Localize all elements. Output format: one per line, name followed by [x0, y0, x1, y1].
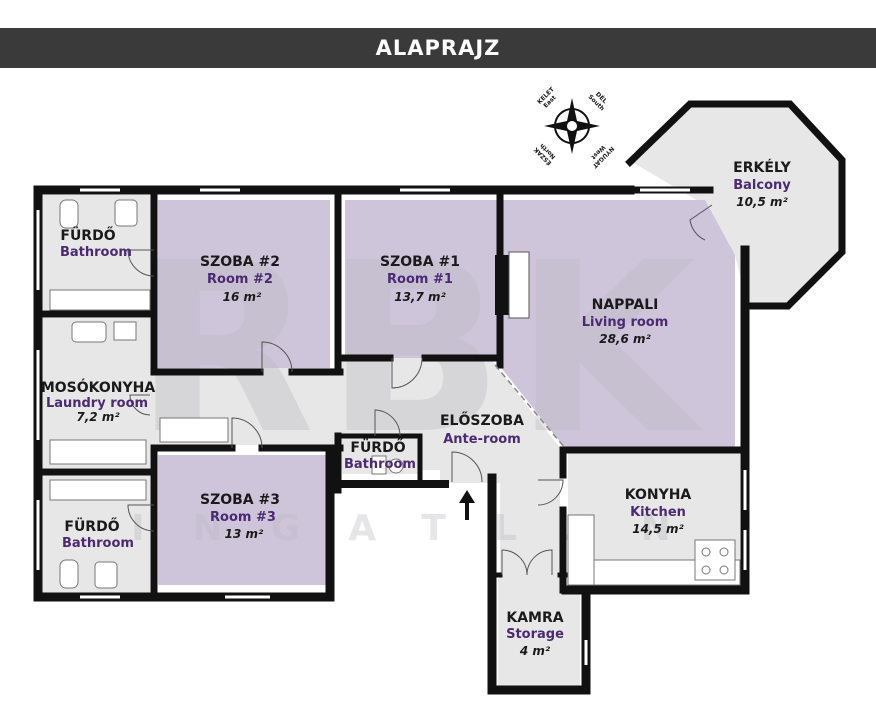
svg-text:SZOBA #3: SZOBA #3	[200, 492, 280, 508]
svg-text:7,2 m²: 7,2 m²	[76, 410, 120, 424]
living-divider	[494, 364, 566, 449]
door-room3	[231, 417, 263, 449]
svg-text:13 m²: 13 m²	[225, 527, 264, 541]
room-labels: FÜRDŐ Bathroom SZOBA #2 Room #2 16 m² SZ…	[41, 159, 792, 658]
svg-text:4 m²: 4 m²	[519, 644, 551, 658]
kitchen-fixtures	[567, 514, 741, 586]
svg-text:SZOBA #1: SZOBA #1	[380, 254, 460, 270]
door-room1	[391, 357, 423, 389]
bath-fixtures	[49, 199, 404, 589]
label-room1: SZOBA #1 Room #1 13,7 m²	[380, 254, 460, 304]
header-bar: ALAPRAJZ	[0, 28, 876, 68]
windows	[36, 188, 747, 665]
svg-text:16 m²: 16 m²	[223, 290, 262, 304]
compass-icon: KELET East DÉL South ÉSZAK North NYUGAT …	[532, 85, 616, 169]
label-room2: SZOBA #2 Room #2 16 m²	[200, 254, 280, 304]
svg-text:14,5 m²: 14,5 m²	[632, 522, 684, 536]
svg-text:KONYHA: KONYHA	[625, 487, 692, 503]
door-bath2	[127, 504, 155, 532]
label-room3: SZOBA #3 Room #3 13 m²	[200, 492, 280, 541]
svg-text:SZOBA #2: SZOBA #2	[200, 254, 280, 270]
storage-floor	[498, 578, 580, 686]
svg-text:Laundry room: Laundry room	[46, 396, 148, 411]
entrance-arrow-icon	[459, 490, 475, 520]
svg-text:Bathroom: Bathroom	[344, 457, 416, 472]
svg-text:Storage: Storage	[506, 627, 564, 642]
label-ante: ELŐSZOBA Ante-room	[440, 411, 524, 447]
label-bath-small: FÜRDŐ Bathroom	[344, 438, 416, 472]
svg-text:ERKÉLY: ERKÉLY	[733, 159, 791, 176]
door-room2	[261, 341, 293, 373]
page-title: ALAPRAJZ	[375, 36, 501, 60]
door-balcony	[689, 204, 713, 241]
fireplace	[495, 251, 530, 319]
door-bath-small	[374, 409, 401, 437]
svg-text:Kitchen: Kitchen	[630, 505, 686, 520]
label-bath1: FÜRDŐ Bathroom	[60, 226, 132, 260]
svg-text:Bathroom: Bathroom	[60, 245, 132, 260]
svg-text:MOSÓKONYHA: MOSÓKONYHA	[41, 378, 156, 396]
svg-text:Ante-room: Ante-room	[443, 432, 521, 447]
label-laundry: MOSÓKONYHA Laundry room 7,2 m²	[41, 378, 156, 424]
svg-text:28,6 m²: 28,6 m²	[599, 332, 651, 346]
svg-text:ELŐSZOBA: ELŐSZOBA	[440, 411, 524, 429]
svg-text:FÜRDŐ: FÜRDŐ	[64, 517, 119, 535]
svg-text:NAPPALI: NAPPALI	[592, 297, 659, 313]
door-laundry	[129, 394, 151, 416]
label-bath2: FÜRDŐ Bathroom	[62, 517, 134, 551]
label-storage: KAMRA Storage 4 m²	[506, 610, 564, 658]
label-living: NAPPALI Living room 28,6 m²	[582, 297, 669, 346]
doors	[127, 204, 713, 576]
room3-floor	[158, 455, 330, 585]
svg-text:Balcony: Balcony	[733, 178, 791, 193]
door-kitchen	[537, 479, 564, 506]
living-floor	[495, 200, 735, 448]
label-kitchen: KONYHA Kitchen 14,5 m²	[625, 487, 692, 536]
svg-text:Room #3: Room #3	[210, 510, 276, 525]
room2-floor	[158, 200, 330, 368]
door-bath1	[127, 249, 155, 277]
door-storage	[501, 549, 553, 576]
door-entrance	[451, 451, 483, 483]
svg-text:Room #2: Room #2	[207, 272, 273, 287]
svg-text:Bathroom: Bathroom	[62, 536, 134, 551]
svg-text:Living room: Living room	[582, 315, 669, 330]
label-balcony: ERKÉLY Balcony 10,5 m²	[733, 159, 791, 209]
balcony-floor	[632, 104, 842, 306]
svg-text:13,7 m²: 13,7 m²	[394, 290, 446, 304]
svg-text:10,5 m²: 10,5 m²	[736, 195, 788, 209]
svg-text:Room #1: Room #1	[387, 272, 453, 287]
svg-text:KAMRA: KAMRA	[506, 610, 563, 626]
room1-floor	[345, 200, 497, 358]
svg-text:FÜRDŐ: FÜRDŐ	[60, 226, 115, 244]
svg-text:FÜRDŐ: FÜRDŐ	[350, 438, 405, 456]
